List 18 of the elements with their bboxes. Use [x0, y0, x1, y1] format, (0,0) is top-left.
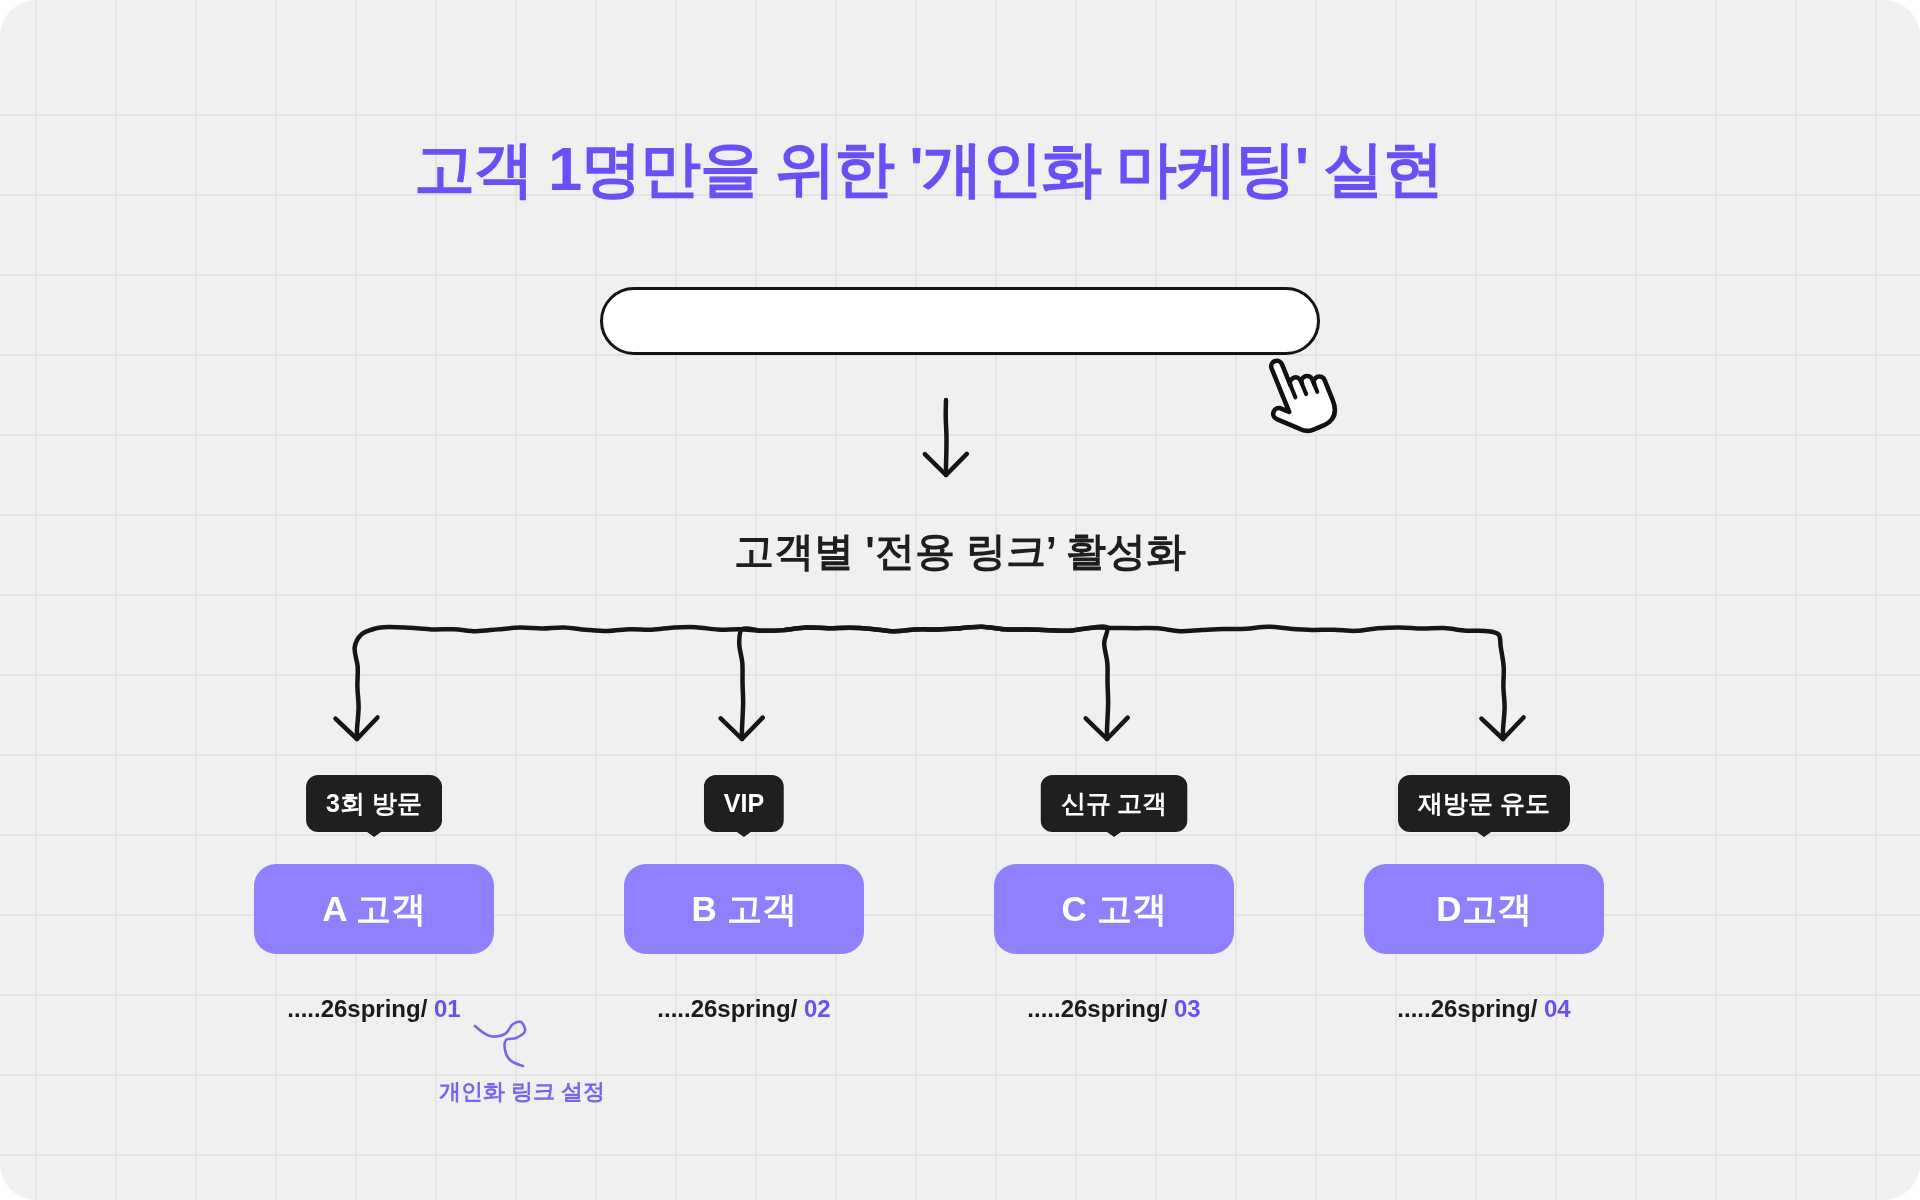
speech-bubble: 신규 고객 [1040, 775, 1188, 837]
customer-box: A 고객 [254, 864, 494, 954]
title: 고객 1명만을 위한 '개인화 마케팅' 실현 [413, 134, 1443, 205]
arrow [957, 624, 1526, 742]
customer-box: B 고객 [624, 864, 864, 954]
arrow [922, 397, 970, 478]
annotation-text: 개인화 링크 설정 [438, 1078, 606, 1106]
leader-line [473, 1020, 527, 1068]
customer-box: C 고객 [994, 864, 1234, 954]
link-text: .....26spring/ 04 [1397, 994, 1571, 1024]
speech-bubble: 재방문 유도 [1398, 775, 1570, 837]
address-bar [600, 287, 1320, 355]
customer-box: D고객 [1364, 864, 1604, 954]
speech-bubble: 3회 방문 [306, 775, 442, 837]
link-text: .....26spring/ 01 [287, 994, 461, 1024]
link-text: .....26spring/ 03 [1027, 994, 1201, 1024]
heading: 고객별 '전용 링크’ 활성화 [734, 526, 1186, 576]
link-text: .....26spring/ 02 [657, 994, 831, 1024]
